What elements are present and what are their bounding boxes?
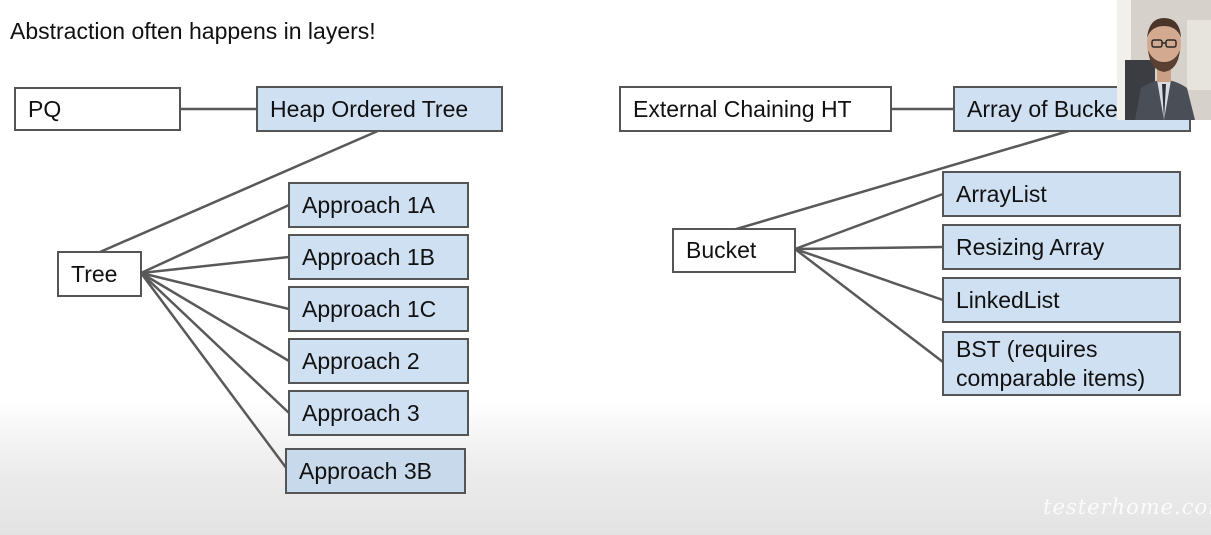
connector-heap-tree — [99, 128, 381, 254]
connector-bucket-bst — [794, 248, 944, 363]
node-linkedlist: LinkedList — [942, 277, 1181, 323]
connector-tree-approach-2 — [140, 271, 290, 363]
node-external-chaining-ht: External Chaining HT — [619, 86, 892, 132]
node-approach-1c: Approach 1C — [288, 286, 469, 332]
connector-bucket-linkedlist — [794, 247, 944, 302]
connector-bucket-resizing — [794, 245, 944, 251]
node-approach-1b: Approach 1B — [288, 234, 469, 280]
node-approach-2: Approach 2 — [288, 338, 469, 384]
node-bucket: Bucket — [672, 228, 796, 273]
connector-tree-approach-3b — [139, 272, 289, 470]
node-pq: PQ — [14, 87, 181, 131]
node-arraylist: ArrayList — [942, 171, 1181, 217]
presenter-icon — [1117, 0, 1211, 120]
node-resizing-array: Resizing Array — [942, 224, 1181, 270]
connector-array-bucket — [732, 128, 1073, 232]
connector-bucket-arraylist — [794, 192, 944, 251]
node-heap-ordered-tree: Heap Ordered Tree — [256, 86, 503, 132]
connector-tree-approach-3 — [140, 272, 290, 414]
connector-tree-approach-1b — [140, 255, 290, 275]
node-bst: BST (requires comparable items) — [942, 331, 1181, 396]
node-approach-3b: Approach 3B — [285, 448, 466, 494]
node-approach-1a: Approach 1A — [288, 182, 469, 228]
connector-tree-approach-1c — [140, 271, 290, 311]
watermark-text: testerhome.com — [1043, 495, 1211, 519]
webcam-video — [1117, 0, 1211, 120]
connector-tree-approach-1a — [140, 203, 290, 275]
node-tree: Tree — [57, 251, 142, 297]
slide-title: Abstraction often happens in layers! — [10, 18, 376, 44]
node-array-of-buckets: Array of Buckets — [953, 86, 1191, 132]
node-approach-3: Approach 3 — [288, 390, 469, 436]
